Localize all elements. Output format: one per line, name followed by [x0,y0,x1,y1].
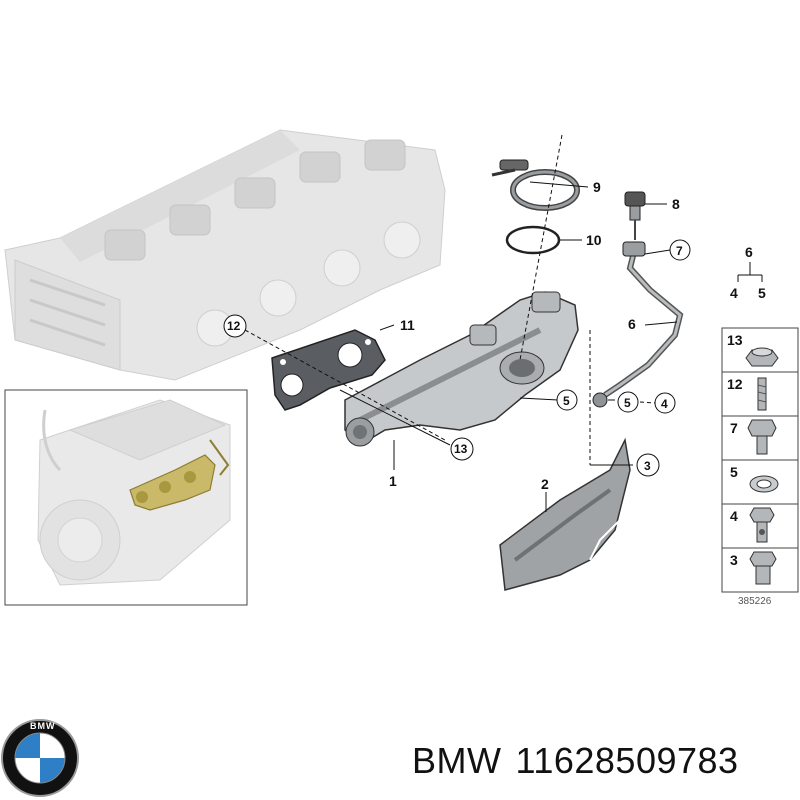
tree-right: 5 [758,285,766,301]
hollow-bolt-icon [749,551,777,585]
callout-8: 8 [672,196,680,212]
nut-icon [745,347,779,367]
legend-num-2: 7 [730,420,738,436]
engine-overview-inset [4,389,248,606]
diagram-id: 385226 [738,596,772,607]
heat-shield [499,437,631,591]
callout-13: 13 [454,442,468,456]
callout-1: 1 [389,473,397,489]
manifold-gasket [271,329,386,411]
legend-num-0: 13 [727,332,743,348]
bmw-logo-icon: BMW [1,719,79,797]
caption-brand: BMW [412,740,502,781]
callouts: 9 10 8 7 6 12 11 13 1 2 3 5 5 4 [223,179,691,492]
v-band-clamp [491,159,580,211]
callout-4: 4 [661,397,668,411]
highlighted-manifold [129,439,230,511]
legend-num-5: 3 [730,552,738,568]
assembly-tree: 6 4 5 [730,244,766,301]
pressure-pipe [592,241,684,408]
logo-text: BMW [30,721,56,731]
callout-7: 7 [676,244,683,258]
banjo-bolt-icon [749,507,775,543]
cylinder-head-ghost [4,129,446,381]
legend-num-3: 5 [730,464,738,480]
callout-6: 6 [628,316,636,332]
callout-5a: 5 [563,394,570,408]
part-caption: BMW 11628509783 [412,740,753,782]
exhaust-manifold [344,291,579,447]
sealing-ring [505,225,561,255]
legend-num-1: 12 [727,376,743,392]
hex-bolt-icon [747,419,777,455]
legend-num-4: 4 [730,508,738,524]
caption-part-number: 11628509783 [515,740,739,781]
stud-icon [757,377,767,411]
callout-11: 11 [400,317,415,333]
leader-lines [244,134,763,512]
temperature-sensor [624,191,646,240]
callout-2: 2 [541,476,549,492]
callout-10: 10 [586,232,602,248]
tree-top: 6 [745,244,753,260]
callout-5b: 5 [624,396,631,410]
callout-3: 3 [644,459,651,473]
callout-9: 9 [593,179,601,195]
callout-12: 12 [227,319,241,333]
sealing-ring-icon [749,475,779,493]
fastener-legend: 13 12 7 5 4 3 [721,327,799,593]
tree-left: 4 [730,285,738,301]
